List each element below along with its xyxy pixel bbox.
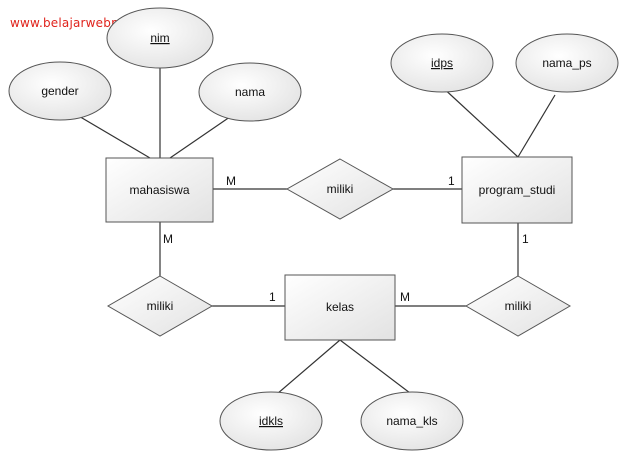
attribute-gender: gender [8,61,112,121]
attribute-nama-kls-shape [360,391,464,451]
entity-program-studi-shape [461,156,573,224]
relationship-kelas-ps-label: miliki [505,299,532,313]
attribute-nama-label: nama [235,85,265,99]
line-nama-ps-program-studi [517,94,556,158]
relationship-kelas-ps: miliki [464,275,572,337]
attribute-idkls-label: idkls [259,414,283,428]
line-kelas-nama-kls [339,339,411,394]
relationship-mhs-ps: miliki [285,158,395,220]
line-kelas-idkls [269,339,341,401]
cardinality-kelas-ps-program-studi: 1 [522,232,529,246]
cardinality-mhs-kelas-mahasiswa: M [163,232,173,246]
relationship-mhs-kelas: miliki [106,275,214,337]
attribute-gender-label: gender [41,84,78,98]
attribute-nama-kls-label: nama_kls [386,414,437,428]
attribute-nim-label: nim [150,31,169,45]
entity-kelas-shape [284,274,396,341]
connector-lines [59,65,556,401]
attribute-idps-shape [390,33,494,93]
attribute-nama-ps-label: nama_ps [542,56,591,70]
attribute-nama-ps-shape [515,33,619,93]
line-idps-program-studi [439,84,519,158]
entity-kelas-label: kelas [326,300,354,314]
cardinality-mhs-ps-mahasiswa: M [226,174,236,188]
cardinality-kelas-ps-kelas: M [400,290,410,304]
relationship-mhs-kelas-shape [106,275,214,337]
attribute-idkls-shape [219,391,323,451]
attribute-idps-label: idps [431,56,453,70]
attribute-nama-shape [198,62,302,122]
attribute-nama: nama [198,62,302,122]
attribute-nim: nim [106,7,214,69]
relationship-kelas-ps-shape [464,275,572,337]
entity-program-studi: program_studi [461,156,573,224]
entity-mahasiswa-label: mahasiswa [129,183,189,197]
relationship-mhs-ps-shape [285,158,395,220]
attribute-idps: idps [390,33,494,93]
attribute-idkls: idkls [219,391,323,451]
attribute-gender-shape [8,61,112,121]
entity-kelas: kelas [284,274,396,341]
cardinality-mhs-ps-program-studi: 1 [448,174,455,188]
cardinality-mhs-kelas-kelas: 1 [269,290,276,304]
entity-mahasiswa-shape [105,157,214,223]
entity-mahasiswa: mahasiswa [105,157,214,223]
entity-program-studi-label: program_studi [479,183,556,197]
attribute-nama-ps: nama_ps [515,33,619,93]
relationship-mhs-kelas-label: miliki [147,299,174,313]
attribute-nama-kls: nama_kls [360,391,464,451]
attribute-nim-shape [106,7,214,69]
relationship-mhs-ps-label: miliki [327,182,354,196]
